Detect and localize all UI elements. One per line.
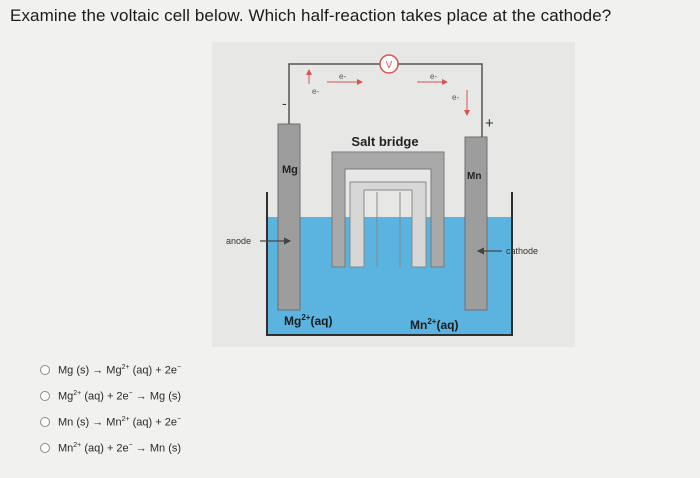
- electron-label: e-: [339, 72, 346, 81]
- question-text: Examine the voltaic cell below. Which ha…: [10, 6, 612, 25]
- wire-right: [397, 63, 483, 137]
- radio-button[interactable]: [40, 417, 50, 427]
- mg-label: Mg: [282, 164, 298, 176]
- right-solution-label: Mn2+(aq): [410, 317, 458, 332]
- radio-button[interactable]: [40, 365, 50, 375]
- electron-label: e-: [312, 87, 319, 96]
- voltmeter-icon: [379, 54, 399, 74]
- mg-electrode: [277, 123, 301, 311]
- electron-label: e-: [430, 72, 437, 81]
- option-label: Mg2+ (aq) + 2e− → Mg (s): [58, 389, 182, 403]
- voltaic-cell-diagram: V e- e- e- e- - + Salt bridge Mg Mn anod…: [212, 42, 575, 347]
- salt-bridge-inner: [349, 181, 427, 268]
- option-label: Mg (s) → Mg2+ (aq) + 2e−: [58, 363, 182, 377]
- answer-options: Mg (s) → Mg2+ (aq) + 2e− Mg2+ (aq) + 2e−…: [40, 357, 181, 461]
- mn-electrode: [464, 136, 488, 311]
- salt-bridge-label: Salt bridge: [351, 134, 418, 149]
- anode-label: anode: [226, 236, 251, 246]
- left-solution-label: Mg2+(aq): [284, 313, 332, 328]
- beaker-wall: [266, 192, 513, 336]
- answer-option-3[interactable]: Mn (s) → Mn2+ (aq) + 2e−: [40, 409, 181, 435]
- electron-label: e-: [452, 93, 459, 102]
- radio-button[interactable]: [40, 391, 50, 401]
- answer-option-2[interactable]: Mg2+ (aq) + 2e− → Mg (s): [40, 383, 181, 409]
- option-label: Mn2+ (aq) + 2e− → Mn (s): [58, 441, 182, 455]
- cathode-label: cathode: [506, 246, 538, 256]
- voltmeter-label: V: [386, 60, 393, 71]
- mn-label: Mn: [467, 171, 481, 182]
- salt-bridge: [331, 151, 445, 268]
- answer-option-4[interactable]: Mn2+ (aq) + 2e− → Mn (s): [40, 435, 181, 461]
- plus-sign: +: [485, 115, 494, 132]
- radio-button[interactable]: [40, 443, 50, 453]
- wire-left: [288, 63, 381, 124]
- option-label: Mn (s) → Mn2+ (aq) + 2e−: [58, 415, 182, 429]
- minus-sign: -: [282, 95, 287, 111]
- answer-option-1[interactable]: Mg (s) → Mg2+ (aq) + 2e−: [40, 357, 181, 383]
